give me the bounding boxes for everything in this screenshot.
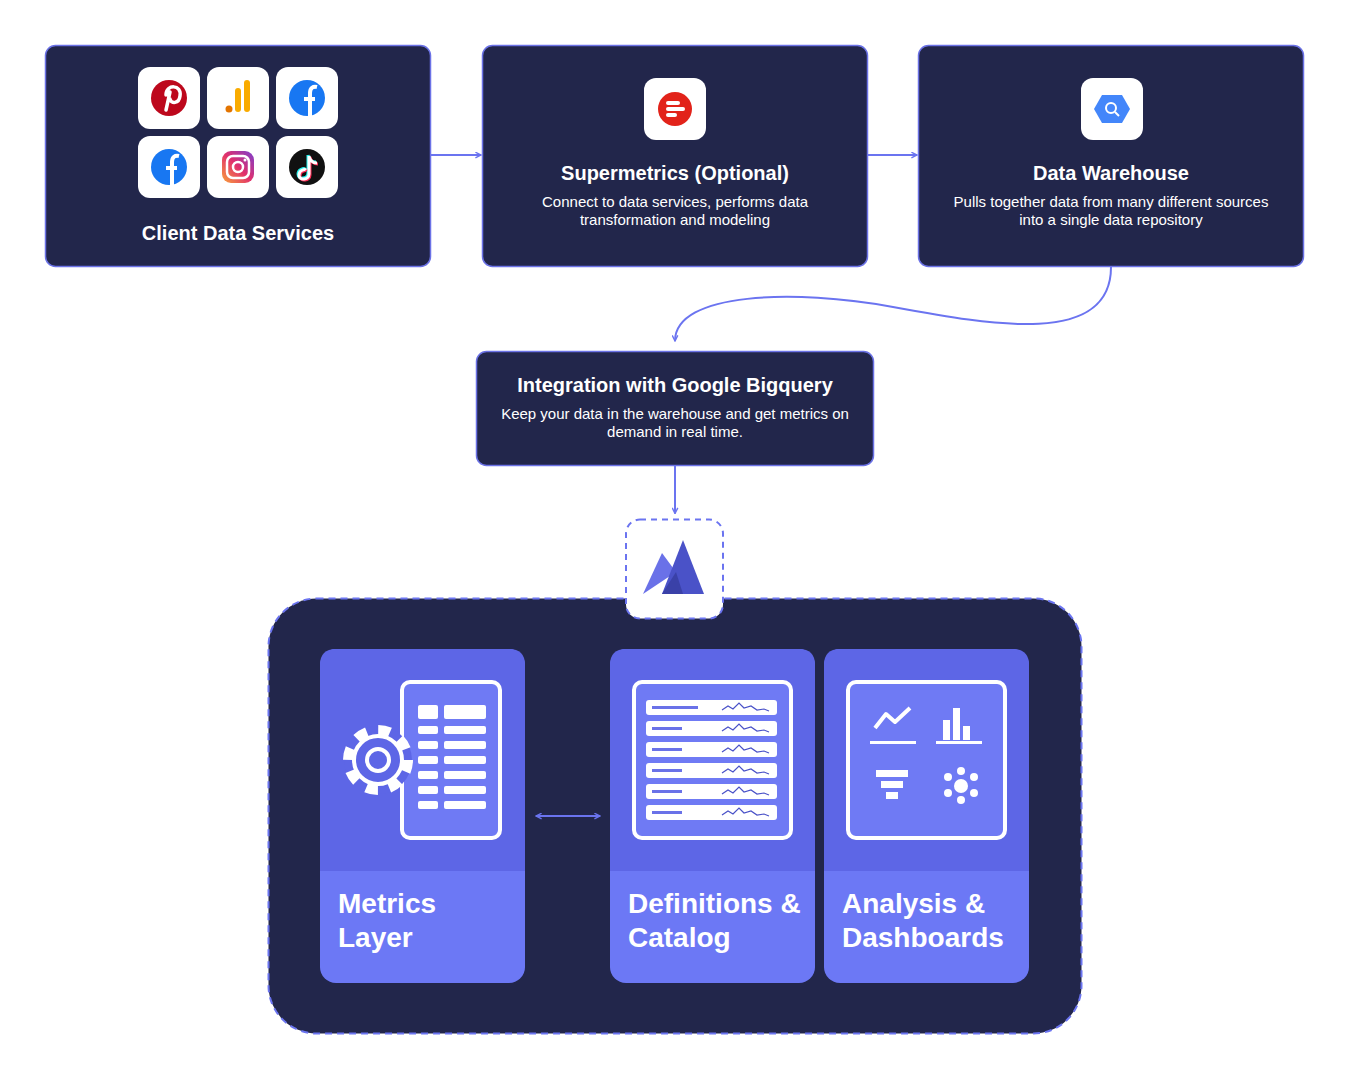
dashboard-illustration — [848, 682, 1005, 838]
box-bg — [483, 46, 868, 267]
box-title: Analysis & Dashboards — [842, 887, 1021, 955]
metrics-illustration — [344, 682, 500, 838]
flow-arrow — [536, 815, 600, 817]
bigquery-icon — [1081, 78, 1143, 140]
box-title: Definitions & Catalog — [628, 887, 807, 955]
process-box: Integration with Google BigqueryKeep you… — [476, 351, 874, 466]
process-box: Data WarehousePulls together data from m… — [918, 45, 1304, 267]
feature-card: Metrics Layer — [320, 649, 525, 983]
catalog-illustration — [634, 682, 791, 838]
flow-arrow — [431, 154, 481, 156]
box-title: Supermetrics (Optional) — [506, 161, 844, 185]
container-bg — [269, 599, 1082, 1034]
process-box: Client Data Services — [45, 45, 431, 267]
box-bg — [46, 46, 431, 267]
process-box: Supermetrics (Optional) Connect to data s… — [482, 45, 868, 267]
flow-arrow — [675, 267, 1111, 341]
box-bg — [919, 46, 1304, 267]
box-description: Keep your data in the warehouse and get … — [500, 405, 850, 441]
box-description: Pulls together data from many different … — [942, 193, 1280, 229]
box-title: Integration with Google Bigquery — [500, 373, 850, 397]
supermetrics-icon — [644, 78, 706, 140]
flow-arrow — [868, 154, 917, 156]
feature-card: Analysis & Dashboards — [824, 649, 1029, 983]
flow-arrow — [674, 466, 676, 514]
app-icons — [138, 67, 338, 198]
platform-container: Metrics Layer Definitions & Catalog Analys… — [268, 598, 1082, 1034]
box-description: Connect to data services, performs data … — [506, 193, 844, 229]
product-logo — [626, 520, 723, 619]
feature-card: Definitions & Catalog — [610, 649, 815, 983]
box-bg — [477, 352, 874, 466]
box-title: Data Warehouse — [942, 161, 1280, 185]
box-title: Metrics Layer — [338, 887, 517, 955]
box-title: Client Data Services — [69, 221, 407, 245]
card-bg — [320, 649, 1029, 983]
